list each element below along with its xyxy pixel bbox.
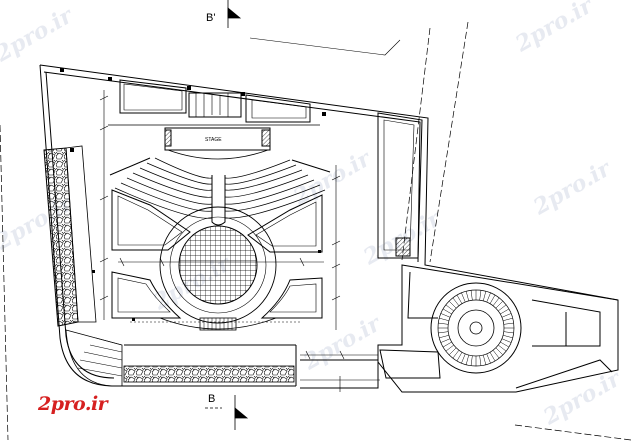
rotunda-spoke (470, 290, 473, 301)
rotunda-spoke (486, 292, 491, 303)
rotunda-spoke (448, 347, 457, 356)
rotunda-spoke (442, 341, 452, 348)
rotunda-spoke (483, 291, 487, 302)
rotunda-spoke (439, 335, 450, 339)
rotunda-spoke (456, 294, 463, 304)
rotunda-spoke (456, 352, 463, 362)
rotunda-spoke (503, 322, 514, 325)
site-boundary (0, 21, 631, 441)
rotunda-spoke (440, 313, 451, 318)
rotunda-spoke (492, 350, 500, 359)
left-wing (43, 145, 295, 387)
side-blocks (111, 189, 323, 323)
right-wing (377, 264, 619, 393)
rotunda-spoke (465, 291, 469, 302)
section-mark-bottom (205, 395, 249, 430)
rotunda-spoke (465, 354, 469, 365)
rotunda-spoke (501, 313, 512, 318)
stage (164, 127, 271, 160)
seating-rows (109, 157, 331, 226)
rotunda-spoke (438, 322, 449, 325)
section-label-bottom: B (208, 393, 216, 405)
rotunda-spoke (440, 338, 451, 343)
top-rooms (108, 79, 320, 126)
building-outline (39, 64, 619, 389)
rotunda-spoke (498, 344, 507, 352)
rotunda-spoke (445, 344, 454, 352)
section-mark-top (227, 0, 242, 28)
rotunda-spoke (492, 297, 500, 306)
road-edge (249, 37, 401, 56)
rotunda-spoke (442, 308, 452, 315)
rotunda-spoke (495, 347, 504, 356)
rotunda-spoke (489, 352, 496, 362)
rotunda-spoke (489, 294, 496, 304)
rotunda-spoke (438, 331, 449, 334)
dimension-lines (99, 90, 380, 392)
rotunda-spoke (452, 297, 460, 306)
rotunda-spoke (479, 355, 482, 366)
rotunda-spoke (500, 308, 510, 315)
rotunda-spokes (438, 290, 514, 366)
rotunda-spoke (500, 341, 510, 348)
rotunda-spoke (495, 300, 504, 309)
right-room (377, 112, 423, 259)
rotunda-spoke (479, 290, 482, 301)
section-label-top: B' (206, 12, 216, 24)
column-markers (60, 68, 326, 321)
rotunda-spoke (461, 353, 466, 364)
rotunda-spoke (470, 355, 473, 366)
stage-label: STAGE (205, 137, 222, 143)
rotunda-spoke (503, 331, 514, 334)
rotunda-spoke (445, 304, 454, 312)
rotunda-spoke (483, 354, 487, 365)
rotunda-spoke (452, 350, 460, 359)
rotunda-spoke (502, 317, 513, 321)
rotunda-spoke (502, 335, 513, 339)
rotunda-spoke (439, 317, 450, 321)
rotunda-spoke (498, 304, 507, 312)
site-logo: 2pro.ir (38, 393, 108, 415)
rotunda-spoke (461, 292, 466, 303)
rotunda-spoke (501, 338, 512, 343)
central-rotunda (159, 206, 277, 331)
rotunda-spoke (448, 300, 457, 309)
rotunda-spoke (486, 353, 491, 364)
